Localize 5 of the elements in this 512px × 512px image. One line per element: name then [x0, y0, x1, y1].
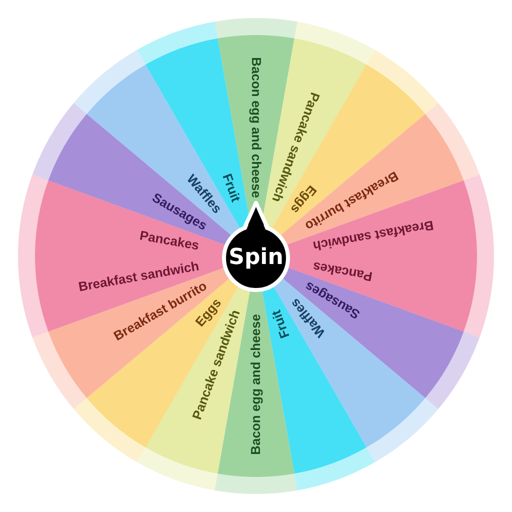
- segment-label: Pancakes: [312, 258, 374, 284]
- segment-label: Pancakes: [138, 228, 200, 255]
- segment-label: Bacon egg and cheese: [248, 56, 265, 198]
- segment-label: Bacon egg and cheese: [247, 314, 264, 457]
- segment-label: Fruit: [267, 307, 292, 342]
